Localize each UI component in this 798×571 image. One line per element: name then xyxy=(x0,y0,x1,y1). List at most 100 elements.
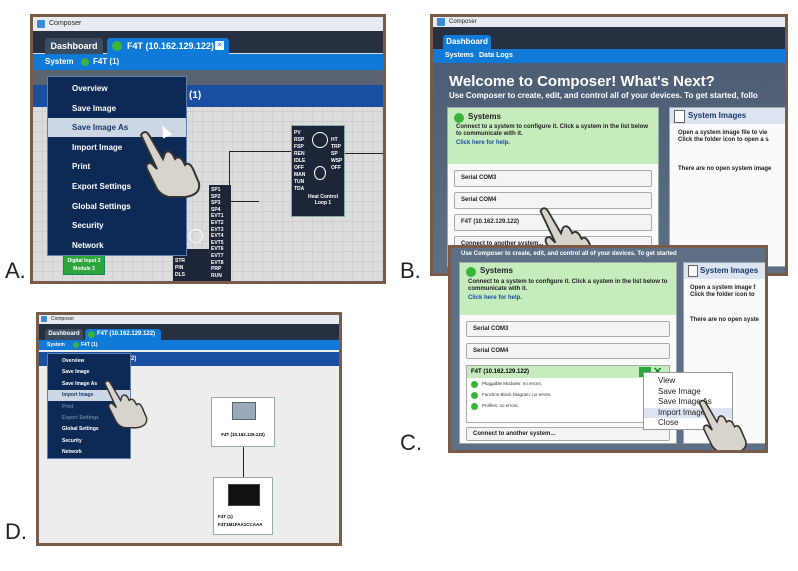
status-ok-icon xyxy=(471,392,478,399)
profile-tag-evt1[interactable]: EVT1 xyxy=(211,213,224,220)
systems-header: Systems Connect to a system to configure… xyxy=(460,263,676,315)
timer-tag-dls[interactable]: DLS xyxy=(175,272,185,278)
context-item-close[interactable]: Close xyxy=(658,418,679,427)
loop-output-off[interactable]: OFF xyxy=(331,165,341,171)
loop-input-tun[interactable]: TUN xyxy=(294,179,305,185)
context-item-view[interactable]: View xyxy=(658,376,676,385)
systems-card: Systems Connect to a system to configure… xyxy=(459,262,677,444)
tab-f4t[interactable]: F4T (10.162.129.122) xyxy=(107,38,229,54)
menu-item-save-image-as[interactable]: Save Image As xyxy=(62,380,98,387)
menu-item-save-image-as[interactable]: Save Image As xyxy=(48,118,186,138)
system-button-com3[interactable]: Serial COM3 xyxy=(466,321,670,337)
systems-icon xyxy=(454,113,464,123)
device-label[interactable]: F4T (1) xyxy=(81,342,98,348)
pointing-hand-icon xyxy=(698,399,747,450)
loop-input-ren[interactable]: REN xyxy=(294,151,305,157)
system-menu-button[interactable]: System xyxy=(45,57,74,66)
menu-item-export-settings[interactable]: Export Settings xyxy=(62,415,99,421)
menu-item-global-settings[interactable]: Global Settings xyxy=(72,201,131,211)
loop-input-man[interactable]: MAN xyxy=(294,172,306,178)
menu-item-save-image[interactable]: Save Image xyxy=(62,369,90,376)
profile-tag-evt2[interactable]: EVT2 xyxy=(211,220,224,226)
device-node[interactable]: F4T (1) F4T1M1FAA1CCAAA xyxy=(213,477,273,535)
menu-item-overview[interactable]: Overview xyxy=(72,84,108,93)
nav-data-logs[interactable]: Data Logs xyxy=(479,52,513,59)
close-tab-icon[interactable]: ✕ xyxy=(215,41,224,50)
computer-label: F4T (10.162.129.122) xyxy=(221,432,265,437)
menu-item-save-image[interactable]: Save Image xyxy=(72,103,117,113)
help-link[interactable]: Click here for help. xyxy=(468,295,523,301)
welcome-banner: Use Composer to create, edit, and contro… xyxy=(451,248,765,260)
loop-output-trp[interactable]: TRP xyxy=(331,144,341,150)
system-button-serial-com3[interactable]: Serial COM3 xyxy=(454,170,652,187)
tab-f4t[interactable]: F4T (10.162.129.122) xyxy=(85,329,161,340)
profile-tag-sp4[interactable]: SP4 xyxy=(211,206,221,213)
system-button-serial-com4[interactable]: Serial COM4 xyxy=(454,192,652,209)
profile-tag-sp2[interactable]: SP2 xyxy=(211,193,221,200)
menu-item-overview[interactable]: Overview xyxy=(62,358,85,364)
loop-output-ht[interactable]: HT xyxy=(331,137,338,143)
profile-tag-evt3[interactable]: EVT3 xyxy=(211,226,224,233)
pointing-hand-icon xyxy=(139,131,201,198)
profile-tag-sp1[interactable]: SP1 xyxy=(211,187,221,193)
panel-label-b: B. xyxy=(400,258,421,283)
tab-strip xyxy=(39,324,339,340)
tab-dashboard[interactable]: Dashboard xyxy=(443,35,491,49)
menu-item-security[interactable]: Security xyxy=(72,221,104,231)
timer-tag-pin[interactable]: PIN xyxy=(175,265,184,271)
tab-dashboard[interactable]: Dashboard xyxy=(45,329,83,340)
system-button-com4[interactable]: Serial COM4 xyxy=(466,343,670,359)
profile-tag-evt7[interactable]: EVT7 xyxy=(211,253,224,259)
device-header-text: 2) xyxy=(131,356,137,362)
systems-text: Connect to a system to configure it. Cli… xyxy=(468,279,668,292)
menu-item-print[interactable]: Print xyxy=(62,403,74,410)
loop-input-tda[interactable]: TDA xyxy=(294,186,305,192)
images-title: System Images xyxy=(700,266,759,275)
system-menu-button[interactable]: System xyxy=(47,342,65,348)
timer-tag-str[interactable]: STR xyxy=(175,258,185,264)
loop-input-idle[interactable]: IDLE xyxy=(294,158,306,164)
device-label[interactable]: F4T (1) xyxy=(93,57,120,66)
menu-item-print[interactable]: Print xyxy=(72,162,91,172)
device-header-text: (1) xyxy=(189,90,202,101)
menu-item-network[interactable]: Network xyxy=(72,240,104,250)
profile-tag-prp[interactable]: PRP xyxy=(211,266,222,273)
nav-systems[interactable]: Systems xyxy=(445,52,474,59)
profile-tag-sp3[interactable]: SP3 xyxy=(211,200,221,207)
profile-tag-evt4[interactable]: EVT4 xyxy=(211,233,224,240)
images-header xyxy=(684,263,765,279)
panel-a-screenshot: Composer Dashboard F4T (10.162.129.122) … xyxy=(30,14,386,284)
menu-item-security[interactable]: Security xyxy=(62,437,82,444)
menu-item-import-image[interactable]: Import Image xyxy=(48,390,130,402)
loop-input-fsp[interactable]: FSP xyxy=(294,144,304,150)
help-link[interactable]: Click here for help. xyxy=(456,140,511,146)
tab-dashboard[interactable]: Dashboard xyxy=(45,38,103,54)
panel-label-c: C. xyxy=(400,430,422,455)
selected-system-button[interactable]: F4T (10.162.129.122) xyxy=(467,366,669,378)
profile-tag-evt5[interactable]: EVT5 xyxy=(211,239,224,246)
context-item-save-image[interactable]: Save Image xyxy=(658,386,701,396)
profile-tag-evt8[interactable]: EVT8 xyxy=(211,259,224,266)
menu-item-export-settings[interactable]: Export Settings xyxy=(72,182,132,191)
device-card-name: F4T (1) xyxy=(218,514,233,519)
loop-output-sp[interactable]: SP xyxy=(331,151,338,157)
tab-f4t-label: F4T (10.162.129.122) xyxy=(127,41,215,51)
panel-d-screenshot: Composer Dashboard F4T (10.162.129.122) … xyxy=(36,312,342,546)
context-item-save-image-as[interactable]: Save Image As xyxy=(658,397,712,406)
loop-input-rsp[interactable]: RSP xyxy=(294,137,305,143)
status-ok-icon xyxy=(471,381,478,388)
menu-item-network[interactable]: Network xyxy=(62,449,82,456)
profile-tag-evt6[interactable]: EVT6 xyxy=(211,246,224,253)
connect-another-button[interactable]: Connect to another system... xyxy=(466,427,670,441)
context-item-import-image[interactable]: Import Image xyxy=(644,407,732,418)
computer-node[interactable]: F4T (10.162.129.122) xyxy=(211,397,275,447)
menu-item-import-image[interactable]: Import Image xyxy=(72,142,123,152)
digital-input-block[interactable]: Digital Input 2 Module 3 xyxy=(63,253,105,275)
loop-input-off[interactable]: OFF xyxy=(294,165,304,171)
profile-tag-run[interactable]: RUN xyxy=(211,272,222,279)
loop-input-pv[interactable]: PV xyxy=(294,130,301,136)
menu-item-global-settings[interactable]: Global Settings xyxy=(62,426,99,433)
loop-output-wsp[interactable]: WSP xyxy=(331,158,343,164)
